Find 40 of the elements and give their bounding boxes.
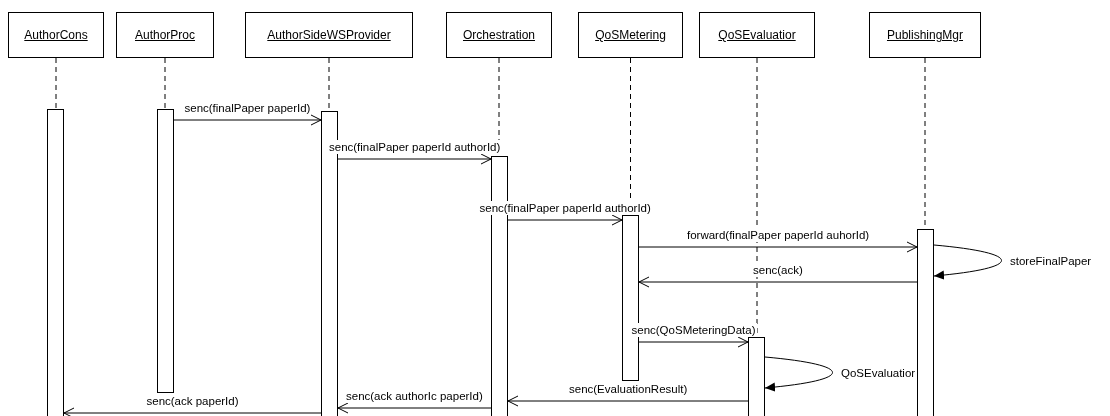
lifeline [164,57,166,110]
participant-box [446,12,552,58]
participant-box [699,12,815,58]
message-arrow [337,402,492,414]
message-arrow [507,214,623,226]
message-label: senc(finalPaper paperId authorId) [478,201,652,215]
participant-name: PublishingMgr [886,28,963,42]
activation-bar [47,109,64,416]
participant-box [578,12,683,58]
participant-box [245,12,413,58]
participant-name: QoSEvaluatior [718,28,796,42]
message-label: senc(finalPaper paperId authorId) [328,140,502,154]
participant-name: QoSMetering [595,28,666,42]
participant-box [869,12,981,58]
message-label: senc(ack) [752,263,804,277]
message-arrow [638,276,918,288]
activation-bar [157,109,174,393]
participant-box [116,12,214,58]
activation-bar [748,337,765,416]
message-arrow [173,114,322,126]
message-arrow [638,241,918,253]
participant-name: AuthorProc [135,28,195,42]
message-label: senc(ack paperId) [145,394,240,408]
participant-name: Orchestration [463,28,535,42]
self-message-arrow [933,244,1002,280]
participant-name: AuthorSideWSProvider [267,28,391,42]
activation-bar [917,229,934,416]
message-label: senc(ack authorIc paperId) [345,389,484,403]
message-arrow [63,407,322,416]
self-message-arrow [764,356,833,392]
participant-box [8,12,104,58]
message-label: forward(finalPaper paperId auhorId) [686,228,871,242]
message-label: senc(finalPaper paperId) [183,101,312,115]
message-arrow [337,153,492,165]
message-arrow [638,336,749,348]
participant-name: AuthorCons [24,28,88,42]
message-label: senc(QoSMeteringData) [630,323,757,337]
message-label: senc(EvaluationResult) [568,382,689,396]
lifeline [55,57,57,110]
message-arrow [507,395,749,407]
